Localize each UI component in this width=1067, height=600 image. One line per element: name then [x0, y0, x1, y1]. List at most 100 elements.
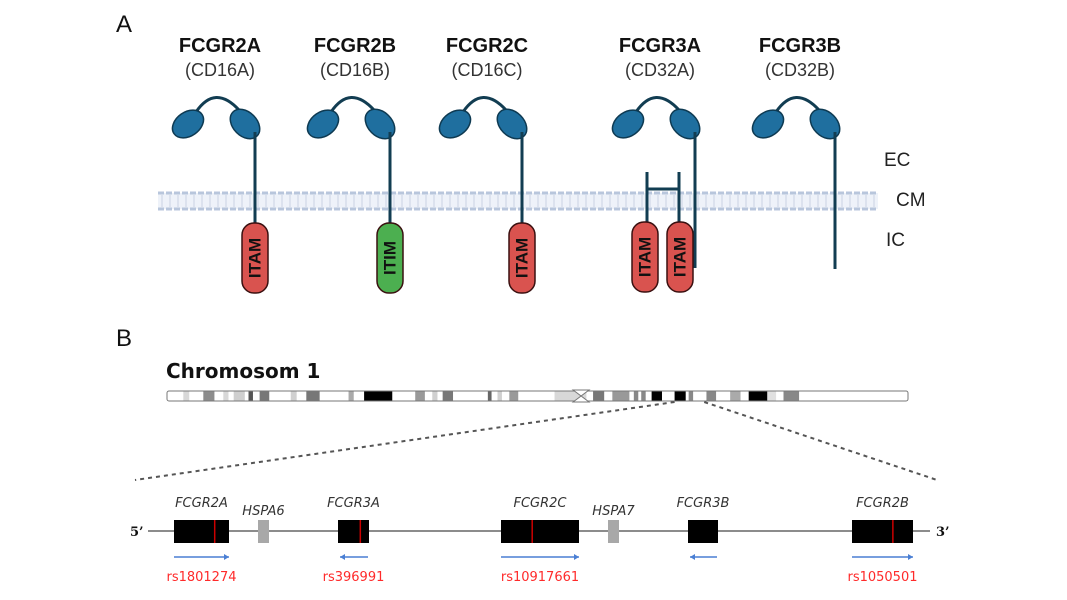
receptor-cd-name: (CD32B): [765, 60, 835, 80]
cm-label: CM: [896, 190, 926, 211]
chromosome-band: [296, 391, 307, 401]
chromosome-band: [543, 391, 556, 401]
chromosome-band: [638, 391, 642, 401]
chromosome-outline: [166, 390, 909, 402]
ig-domain-2: [496, 108, 528, 140]
gene-label: FCGR2B: [856, 496, 909, 511]
ec-label: EC: [884, 150, 910, 171]
gene-label: HSPA6: [242, 504, 284, 519]
chromosome-title: Chromosom 1: [166, 359, 320, 383]
snp-id: rs1050501: [847, 570, 917, 585]
snp-id: rs1801274: [166, 570, 236, 585]
gene-block: [501, 520, 579, 543]
chromosome-band: [290, 391, 298, 401]
itam-label: ITAM: [636, 237, 655, 277]
receptor-name: FCGR3B: [759, 35, 841, 57]
receptor-cd-name: (CD16A): [185, 60, 255, 80]
chromosome-band: [688, 391, 694, 401]
chromosome-band: [612, 391, 630, 401]
snp-id: rs10917661: [501, 570, 579, 585]
ig-domain-2: [229, 108, 261, 140]
ig-domain-1: [611, 109, 645, 139]
panel-b-label: B: [116, 325, 132, 352]
itam-label: ITAM: [671, 237, 690, 277]
chromosome-band: [799, 391, 909, 401]
chromosome-band: [501, 391, 510, 401]
chromosome-band: [244, 391, 250, 401]
ig-domain-1: [438, 109, 472, 139]
chromosome-band: [518, 391, 544, 401]
arrowhead-icon: [574, 554, 579, 560]
gene-label: FCGR2A: [175, 496, 228, 511]
chromosome-band: [509, 391, 519, 401]
gene-block: [174, 520, 229, 543]
chromosome-band: [629, 391, 635, 401]
chromosome-band: [641, 391, 647, 401]
receptor-cd-name: (CD16B): [320, 60, 390, 80]
cell-membrane: [158, 191, 878, 211]
chromosome-band: [776, 391, 785, 401]
chromosome-band: [633, 391, 639, 401]
chromosome-band: [348, 391, 355, 401]
chromosome-band: [167, 391, 184, 401]
receptor-group: FCGR2A(CD16A)ITAMFCGR2B(CD16B)ITIMFCGR2C…: [171, 35, 841, 294]
ig-domain-1: [171, 109, 205, 139]
receptor-fcgr3b: FCGR3B (CD32B): [751, 35, 841, 269]
receptor-fcgr2c: FCGR2C(CD16C)ITAM: [438, 35, 536, 294]
arrowhead-icon: [690, 554, 695, 560]
itam-motif: [631, 221, 659, 293]
chromosome-band: [661, 391, 676, 401]
chromosome-band: [306, 391, 321, 401]
hinge-linker: [329, 96, 376, 113]
chromosome-band: [651, 391, 663, 401]
hinge-linker: [194, 96, 241, 113]
chromosome-band: [645, 391, 653, 401]
chromosome-band: [748, 391, 768, 401]
itam-motif: [666, 221, 694, 293]
ig-domain-2: [364, 108, 396, 140]
hinge-linker: [774, 96, 821, 113]
receptor-cd-name: (CD16C): [451, 60, 522, 80]
itim-label: ITIM: [381, 241, 400, 275]
chromosome-band: [259, 391, 270, 401]
chromosome-band: [730, 391, 742, 401]
three-prime-label: 3’: [936, 525, 950, 540]
snp-id: rs396991: [323, 570, 385, 585]
chromosome-band: [442, 391, 454, 401]
chromosome-band: [269, 391, 292, 401]
chromosome-band: [706, 391, 717, 401]
chromosome-band: [364, 391, 393, 401]
receptor-name: FCGR2A: [179, 35, 261, 57]
gene-fcgr2a: FCGR2A rs1801274: [166, 496, 236, 585]
arrowhead-icon: [224, 554, 229, 560]
chromosome-band: [415, 391, 426, 401]
chromosome-band: [453, 391, 489, 401]
chromosome-band: [233, 391, 246, 401]
chromosome-band: [716, 391, 731, 401]
itim-motif: [376, 222, 404, 294]
chromosome-band: [593, 391, 605, 401]
chromosome-band: [248, 391, 254, 401]
chromosome-band: [353, 391, 365, 401]
chromosome-band: [189, 391, 204, 401]
arrowhead-icon: [908, 554, 913, 560]
hinge-linker: [461, 96, 508, 113]
chromosome-band: [203, 391, 215, 401]
ig-domain-2: [669, 108, 701, 140]
receptor-cd-name: (CD32A): [625, 60, 695, 80]
chromosome-band: [693, 391, 707, 401]
chromosome-band: [319, 391, 350, 401]
ig-domain-2: [809, 108, 841, 140]
chromosome-band: [604, 391, 613, 401]
gene-label: FCGR3B: [677, 496, 730, 511]
chromosome-band: [183, 391, 190, 401]
gene-block: [338, 520, 369, 543]
zoom-line-right: [703, 401, 938, 481]
itam-motif: [241, 222, 269, 294]
chromosome-band: [228, 391, 235, 401]
chromosome-band: [487, 391, 493, 401]
pseudogene-block: [608, 520, 619, 543]
gene-hspa7: HSPA7: [592, 504, 635, 543]
